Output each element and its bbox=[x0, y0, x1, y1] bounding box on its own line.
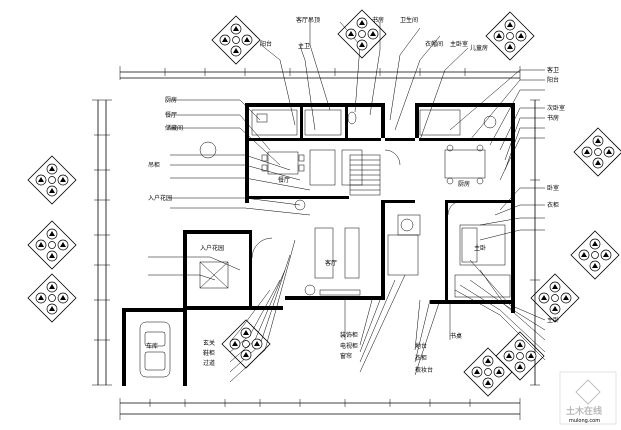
section-callout-marker bbox=[27, 220, 77, 270]
room-label-group: 车库 餐厅 客厅 主卧 厨房 入户花园 bbox=[146, 176, 486, 350]
section-callout-marker bbox=[337, 9, 387, 59]
top-label: 主卧室 bbox=[450, 40, 468, 48]
room-label-master: 主卧 bbox=[474, 244, 486, 252]
room-label-dining: 餐厅 bbox=[278, 176, 290, 184]
section-callout-markers bbox=[27, 9, 621, 397]
bottom-label: 地台 bbox=[415, 342, 427, 350]
section-callout-marker bbox=[495, 331, 545, 381]
watermark-text: 土木在线 bbox=[566, 405, 602, 417]
bottom-label: 玄关 bbox=[203, 339, 215, 347]
interior-partitions bbox=[249, 107, 511, 310]
right-label: 书房 bbox=[547, 114, 559, 122]
right-label: 次卧室 bbox=[547, 104, 565, 112]
right-dimension-line bbox=[530, 99, 540, 386]
bottom-label: 鞋柜 bbox=[203, 349, 215, 357]
section-callout-marker bbox=[570, 230, 620, 280]
right-label: 客卫 bbox=[547, 66, 559, 74]
bottom-dimension-line bbox=[119, 398, 521, 420]
right-label: 主卧 bbox=[547, 316, 559, 324]
left-dimension-line bbox=[92, 99, 112, 386]
bottom-label: 过道 bbox=[203, 359, 215, 367]
bottom-label: 电视柜 bbox=[340, 342, 358, 350]
top-label: 主卫 bbox=[298, 42, 310, 50]
left-label: 储藏间 bbox=[165, 124, 183, 132]
section-callout-marker bbox=[573, 127, 621, 177]
top-label: 书房 bbox=[372, 16, 384, 24]
left-label: 入户花园 bbox=[148, 194, 172, 202]
right-label: 阳台 bbox=[547, 76, 559, 84]
right-label: 卧室 bbox=[547, 184, 559, 192]
bottom-label: 装饰柜 bbox=[340, 331, 358, 339]
bottom-label: 梳妆台 bbox=[415, 366, 433, 374]
left-label: 厨房 bbox=[165, 96, 177, 104]
room-label-garage: 车库 bbox=[146, 342, 158, 350]
right-label-group: 客卫 阳台 次卧室 书房 卧室 衣柜 主卧 bbox=[547, 66, 565, 324]
right-label: 衣柜 bbox=[547, 201, 559, 209]
top-label-group: 客厅吊顶 书房 卫生间 衣帽间 主卧室 儿童房 阳台 主卫 bbox=[260, 16, 488, 52]
furniture bbox=[139, 109, 511, 378]
left-label: 餐厅 bbox=[165, 111, 177, 119]
exterior-walls bbox=[122, 103, 515, 386]
section-callout-marker bbox=[211, 15, 261, 65]
section-callout-marker bbox=[221, 319, 271, 369]
top-label: 衣帽间 bbox=[425, 40, 443, 48]
room-label-entry-garden: 入户花园 bbox=[200, 244, 224, 252]
room-label-living: 客厅 bbox=[325, 259, 337, 267]
bottom-label: 衣柜 bbox=[415, 354, 427, 362]
left-label-group: 厨房 餐厅 储藏间 吊柜 入户花园 bbox=[148, 96, 183, 202]
top-label: 卫生间 bbox=[400, 16, 418, 24]
watermark: 土木在线 mulong.com bbox=[559, 371, 617, 425]
section-callout-marker bbox=[530, 273, 580, 323]
watermark-url: mulong.com bbox=[569, 418, 600, 424]
top-label: 阳台 bbox=[260, 40, 272, 48]
section-callout-marker bbox=[463, 347, 513, 397]
bottom-label-group: 玄关 鞋柜 过道 装饰柜 电视柜 窗帘 地台 衣柜 梳妆台 书桌 bbox=[203, 331, 462, 374]
bottom-label: 书桌 bbox=[450, 332, 462, 340]
section-callout-marker bbox=[485, 11, 535, 61]
bottom-label: 窗帘 bbox=[340, 352, 352, 360]
section-callout-marker bbox=[27, 155, 77, 205]
left-label: 吊柜 bbox=[148, 161, 160, 169]
top-label: 客厅吊顶 bbox=[296, 16, 320, 24]
top-label: 儿童房 bbox=[470, 44, 488, 52]
room-label-kitchen: 厨房 bbox=[458, 180, 470, 188]
section-callout-marker bbox=[27, 273, 77, 323]
